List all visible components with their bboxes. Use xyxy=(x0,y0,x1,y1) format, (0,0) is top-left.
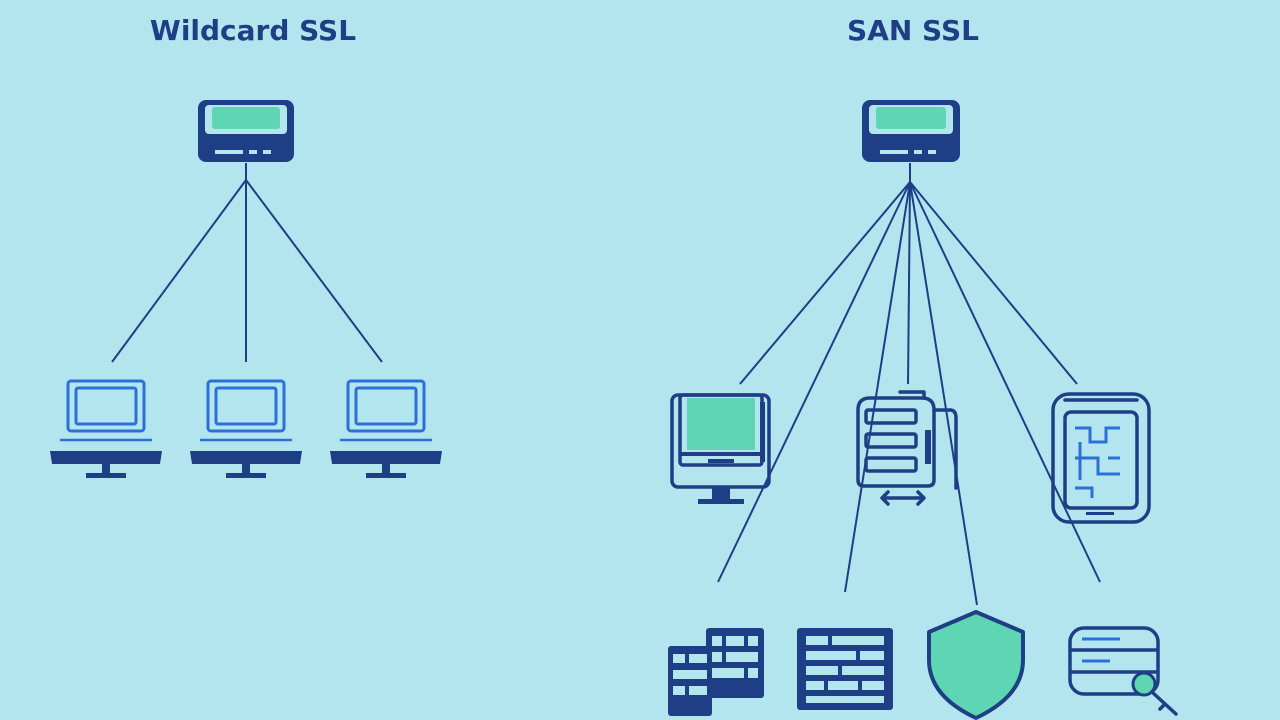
wildcard-server-icon xyxy=(198,100,294,162)
monitor-icon xyxy=(670,393,771,504)
database-key-icon xyxy=(1068,626,1178,716)
tablet-icon xyxy=(1051,392,1151,524)
wildcard-connection-lines xyxy=(111,163,383,363)
server-rack-icon xyxy=(668,628,764,716)
laptop-icon xyxy=(190,379,302,478)
san-server-icon xyxy=(862,100,960,162)
laptop-icon xyxy=(330,379,442,478)
laptop-icon xyxy=(50,379,162,478)
wildcard-ssl-title: Wildcard SSL xyxy=(149,14,357,47)
server-rack-icon xyxy=(797,628,893,710)
document-stack-icon xyxy=(856,390,958,506)
san-connection-lines xyxy=(717,163,1101,606)
san-ssl-title: SAN SSL xyxy=(847,14,979,47)
shield-icon xyxy=(927,610,1025,720)
